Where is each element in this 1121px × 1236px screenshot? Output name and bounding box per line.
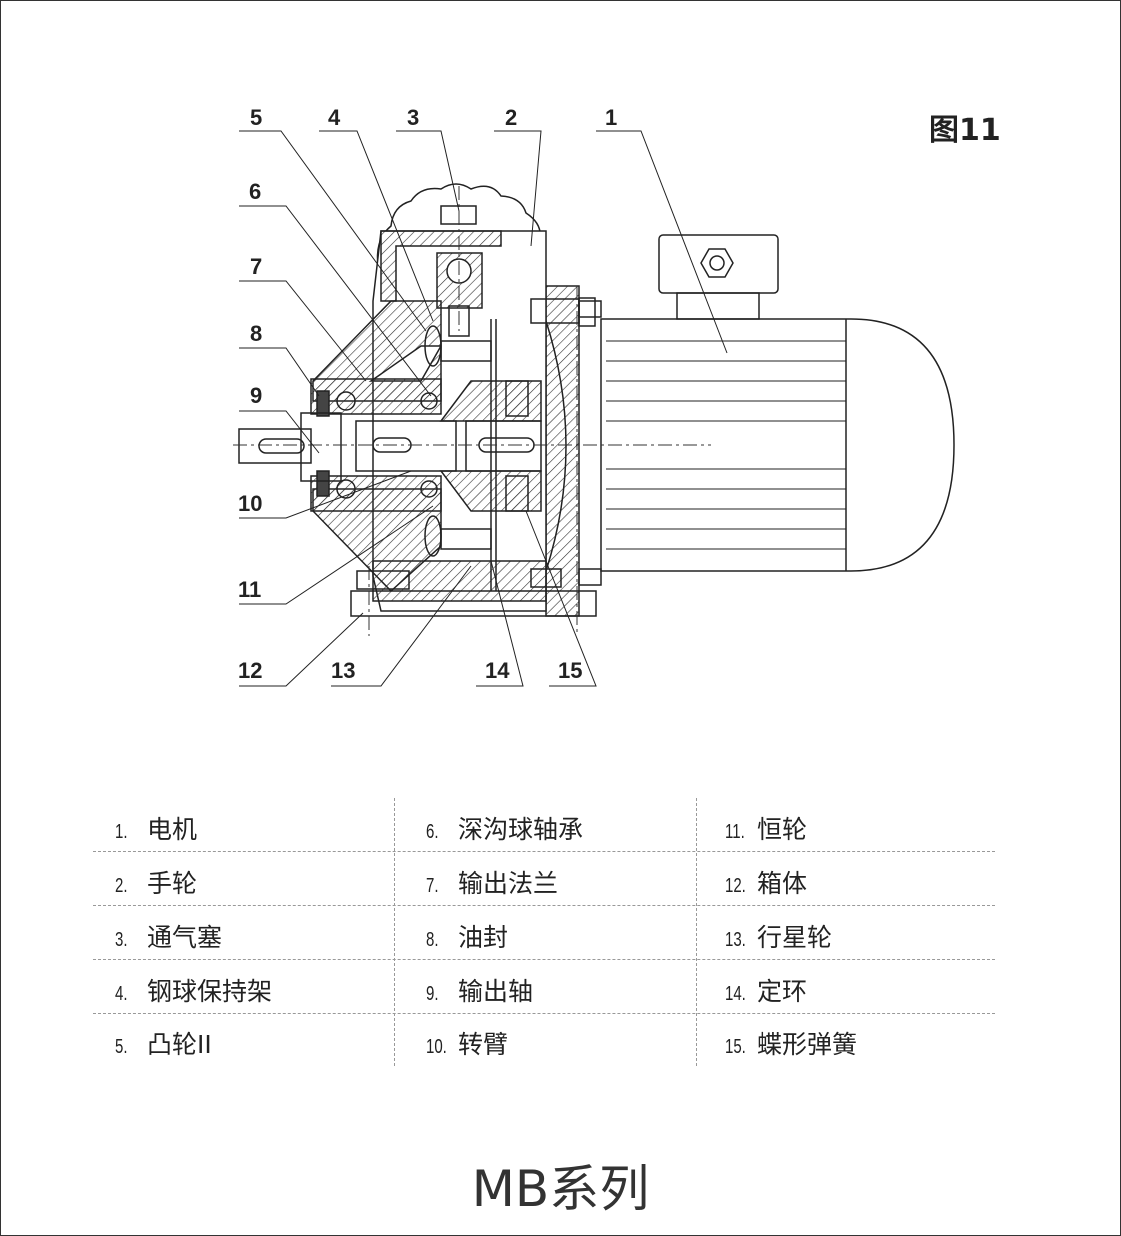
series-title: MB系列 (471, 1160, 650, 1218)
callout-6: 6 (249, 179, 261, 204)
column-divider (696, 798, 697, 1066)
column-divider (394, 798, 395, 1066)
legend-item: 12.箱体 (725, 869, 808, 898)
callout-3: 3 (407, 105, 419, 130)
output-shaft (238, 428, 312, 464)
legend-item: 7.输出法兰 (426, 869, 559, 898)
callout-15: 15 (558, 658, 582, 683)
callout-9: 9 (250, 383, 262, 408)
motor-fins (606, 340, 846, 550)
parts-legend: 1.电机 6.深沟球轴承 11.恒轮 2.手轮 7.输出法兰 12.箱体 3.通… (93, 798, 995, 1066)
callout-14: 14 (485, 658, 510, 683)
legend-item: 15.蝶形弹簧 (725, 1030, 858, 1059)
legend-item: 6.深沟球轴承 (426, 815, 584, 844)
figure-label: 图11 (929, 113, 1001, 148)
hex-nut (700, 248, 734, 278)
legend-item: 8.油封 (426, 923, 509, 952)
callout-2: 2 (505, 105, 517, 130)
legend-item: 9.输出轴 (426, 977, 534, 1006)
callout-13: 13 (331, 658, 355, 683)
motor-body (600, 318, 955, 572)
legend-item: 14.定环 (725, 977, 808, 1006)
leader-lines (239, 130, 728, 687)
callout-8: 8 (250, 321, 262, 346)
legend-item: 5.凸轮II (115, 1030, 212, 1059)
motor-terminal-box (658, 234, 779, 294)
legend-item: 10.转臂 (426, 1030, 509, 1059)
callout-12: 12 (238, 658, 262, 683)
callout-1: 1 (605, 105, 617, 130)
callout-10: 10 (238, 491, 262, 516)
callouts: 1 2 3 4 5 6 7 8 9 10 11 12 13 14 15 (238, 105, 617, 683)
machine-outline (238, 183, 955, 617)
callout-5: 5 (250, 105, 262, 130)
callout-4: 4 (328, 105, 341, 130)
legend-item: 1.电机 (115, 815, 198, 844)
legend-item: 4.钢球保持架 (115, 977, 273, 1006)
legend-item: 13.行星轮 (725, 923, 833, 952)
legend-item: 11.恒轮 (725, 815, 808, 844)
cross-section-drawing: 1 2 3 4 5 6 7 8 9 10 11 12 13 14 15 (233, 105, 955, 687)
legend-item: 3.通气塞 (115, 923, 223, 952)
callout-7: 7 (250, 254, 262, 279)
legend-item: 2.手轮 (115, 869, 198, 898)
callout-11: 11 (238, 577, 261, 602)
